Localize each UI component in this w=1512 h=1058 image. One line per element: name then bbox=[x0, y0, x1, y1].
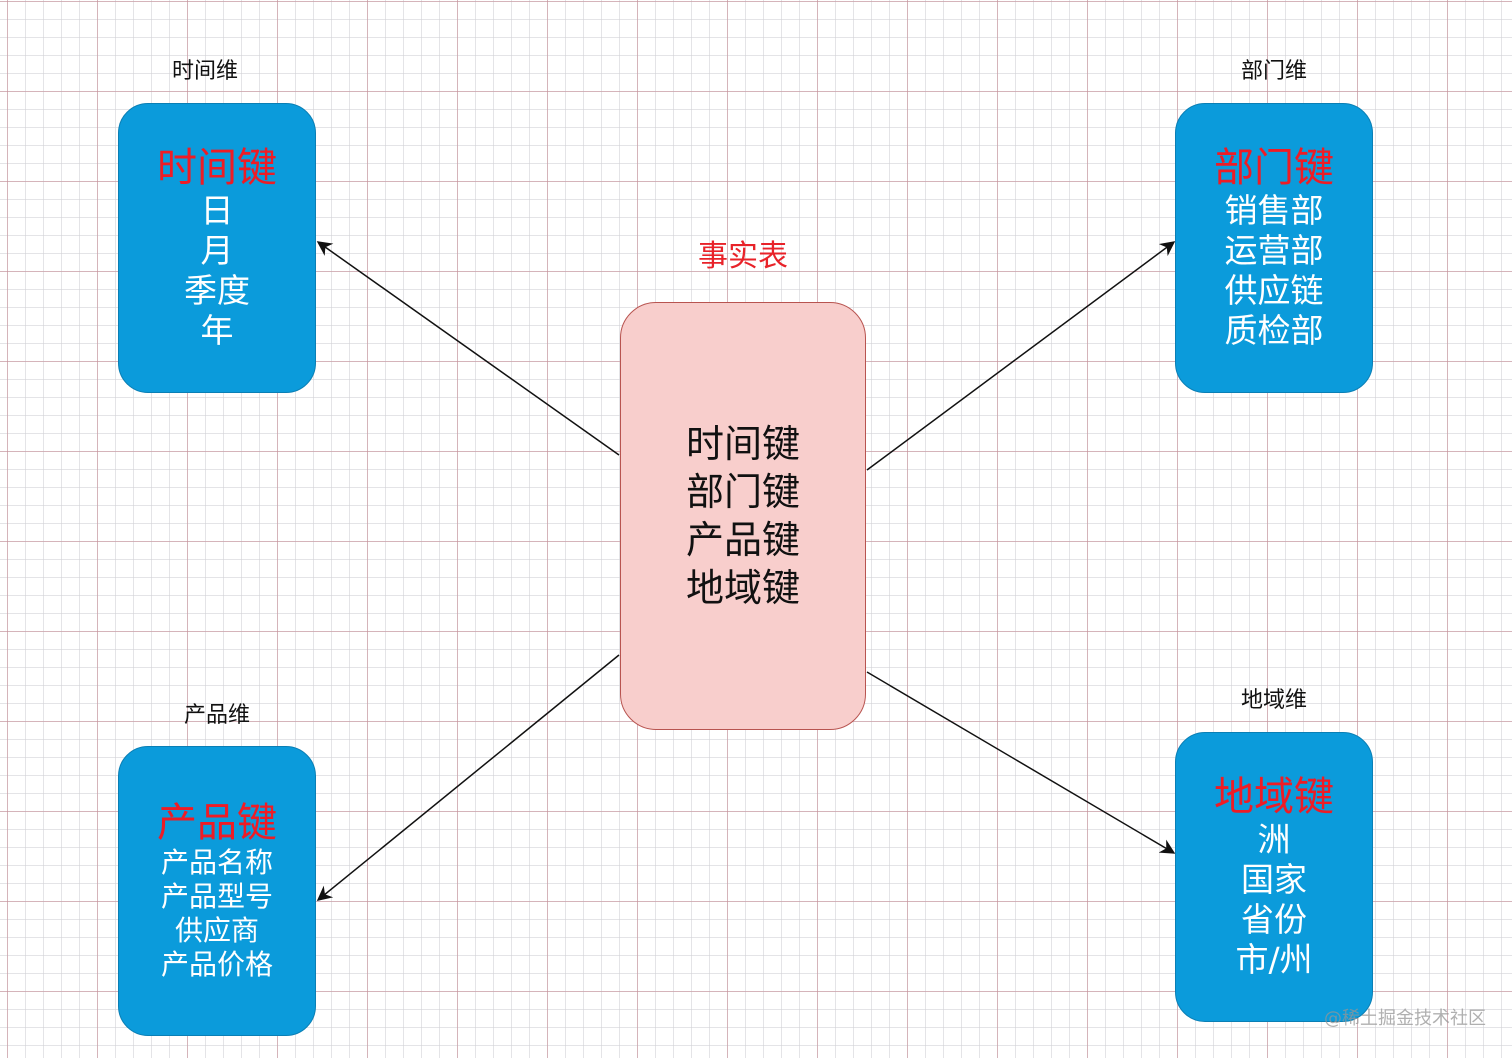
product-attr: 产品名称 bbox=[160, 846, 273, 879]
region-attr: 洲 bbox=[1257, 820, 1291, 859]
product-dimension-attributes: 产品名称 产品型号 供应商 产品价格 bbox=[161, 846, 273, 982]
fact-key-region: 地域键 bbox=[685, 566, 800, 610]
department-dimension-attributes: 销售部 运营部 供应链 质检部 bbox=[1225, 191, 1324, 351]
product-dimension-key: 产品键 bbox=[157, 800, 277, 846]
region-attr: 国家 bbox=[1241, 860, 1307, 899]
region-dimension-key: 地域键 bbox=[1214, 774, 1334, 820]
time-dimension-title: 时间维 bbox=[171, 59, 238, 84]
product-attr: 供应商 bbox=[174, 914, 259, 947]
product-dimension-title: 产品维 bbox=[183, 703, 250, 728]
fact-key-product: 产品键 bbox=[685, 518, 800, 562]
time-dimension-attributes: 日 月 季度 年 bbox=[184, 191, 250, 351]
region-attr: 市/州 bbox=[1235, 940, 1313, 979]
time-dimension-key: 时间键 bbox=[157, 145, 277, 191]
time-attr: 月 bbox=[200, 231, 234, 270]
product-attr: 产品型号 bbox=[160, 880, 273, 913]
fact-table-title: 事实表 bbox=[698, 239, 788, 274]
fact-key-time: 时间键 bbox=[685, 422, 800, 466]
department-dimension-key: 部门键 bbox=[1214, 145, 1334, 191]
department-attr: 运营部 bbox=[1224, 231, 1324, 270]
time-dimension-box[interactable]: 时间键 日 月 季度 年 bbox=[118, 103, 316, 393]
product-attr: 产品价格 bbox=[160, 948, 273, 981]
region-dimension-title: 地域维 bbox=[1240, 688, 1307, 713]
fact-table-keys: 时间键 部门键 产品键 地域键 bbox=[686, 420, 800, 612]
department-attr: 供应链 bbox=[1224, 271, 1324, 310]
arrow-fact-to-region bbox=[866, 671, 1176, 854]
department-dimension-title: 部门维 bbox=[1240, 59, 1307, 84]
time-attr: 日 bbox=[200, 191, 234, 230]
time-attr: 年 bbox=[200, 311, 234, 350]
region-dimension-attributes: 洲 国家 省份 市/州 bbox=[1235, 820, 1312, 980]
region-attr: 省份 bbox=[1241, 900, 1307, 939]
arrow-fact-to-department bbox=[866, 241, 1176, 471]
department-attr: 质检部 bbox=[1224, 311, 1324, 350]
watermark: @稀土掘金技术社区 bbox=[1324, 1008, 1486, 1029]
time-attr: 季度 bbox=[184, 271, 250, 310]
fact-table-box[interactable]: 时间键 部门键 产品键 地域键 bbox=[620, 302, 866, 730]
arrow-fact-to-time bbox=[316, 241, 620, 456]
department-dimension-box[interactable]: 部门键 销售部 运营部 供应链 质检部 bbox=[1175, 103, 1373, 393]
region-dimension-box[interactable]: 地域键 洲 国家 省份 市/州 bbox=[1175, 732, 1373, 1022]
department-attr: 销售部 bbox=[1224, 191, 1324, 230]
product-dimension-box[interactable]: 产品键 产品名称 产品型号 供应商 产品价格 bbox=[118, 746, 316, 1036]
fact-key-department: 部门键 bbox=[685, 470, 800, 514]
arrow-fact-to-product bbox=[316, 654, 620, 901]
